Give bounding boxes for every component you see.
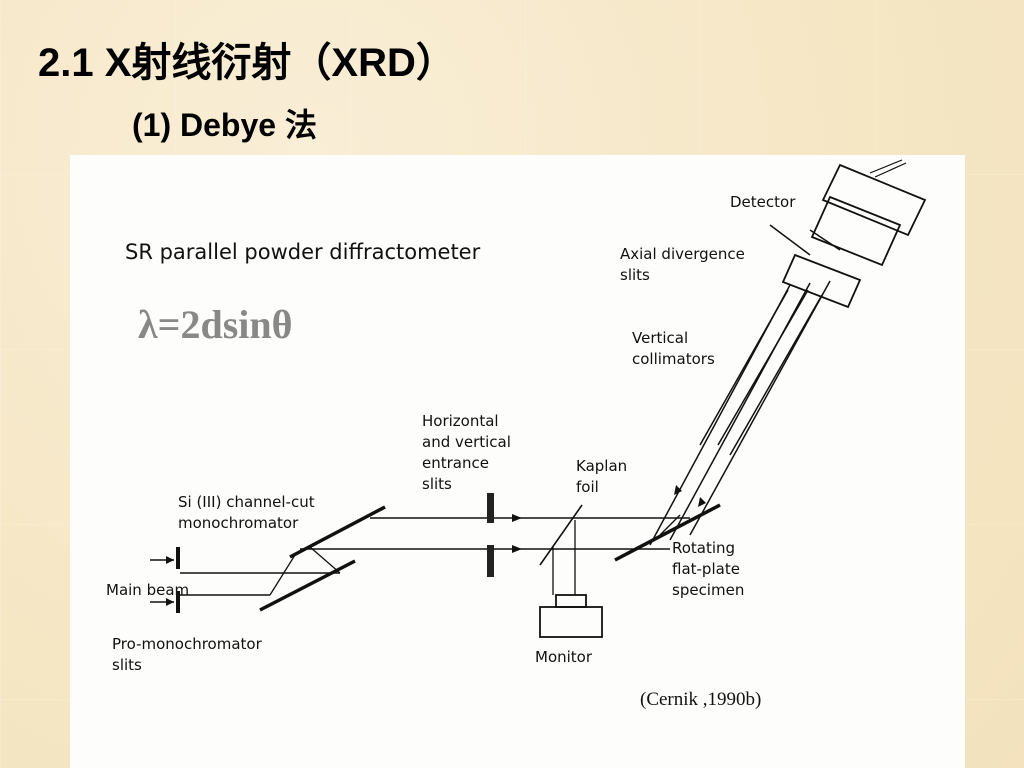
label-main-beam: Main beam — [106, 581, 189, 599]
label-entrance: entrance — [422, 454, 489, 472]
label-specimen: specimen — [672, 581, 744, 599]
label-si-channel-cut: Si (III) channel-cut — [178, 493, 315, 511]
detector — [810, 159, 927, 267]
entrance-slits — [487, 493, 494, 577]
flat-plate-specimen — [614, 503, 721, 562]
citation: (Cernik ,1990b) — [640, 689, 761, 710]
label-kaplan: Kaplan — [576, 457, 627, 475]
label-monitor: Monitor — [535, 648, 593, 666]
slide-subtitle: (1) Debye 法 — [132, 107, 317, 143]
diffractometer-figure: SR parallel powder diffractometer λ=2dsi… — [70, 155, 965, 768]
pro-monochromator-slits — [150, 547, 180, 613]
diffractometer-diagram: SR parallel powder diffractometer λ=2dsi… — [106, 159, 927, 710]
label-pro-monochromator: Pro-monochromator — [112, 635, 263, 653]
label-entrance-slits: slits — [422, 475, 452, 493]
diagram-heading: SR parallel powder diffractometer — [125, 240, 481, 264]
label-detector: Detector — [730, 193, 796, 211]
monochromatic-beams — [300, 514, 690, 553]
label-rotating: Rotating — [672, 539, 735, 557]
label-monochromator: monochromator — [178, 514, 299, 532]
label-horizontal: Horizontal — [422, 412, 499, 430]
main-beam-paths — [180, 572, 340, 596]
label-vertical: Vertical — [632, 329, 688, 347]
label-flat-plate: flat-plate — [672, 560, 740, 578]
label-axial-divergence: Axial divergence — [620, 245, 745, 263]
vertical-collimators — [649, 224, 841, 546]
label-collimators: collimators — [632, 350, 715, 368]
slide-title: 2.1 X射线衍射（XRD） — [38, 41, 456, 85]
monitor-box — [539, 594, 603, 638]
axial-divergence-slits — [781, 253, 862, 309]
label-foil: foil — [576, 478, 599, 496]
label-pro-slits: slits — [112, 656, 142, 674]
label-and-vertical: and vertical — [422, 433, 511, 451]
kaplan-foil — [539, 504, 583, 595]
label-axial-slits: slits — [620, 266, 650, 284]
bragg-formula: λ=2dsinθ — [138, 302, 293, 347]
